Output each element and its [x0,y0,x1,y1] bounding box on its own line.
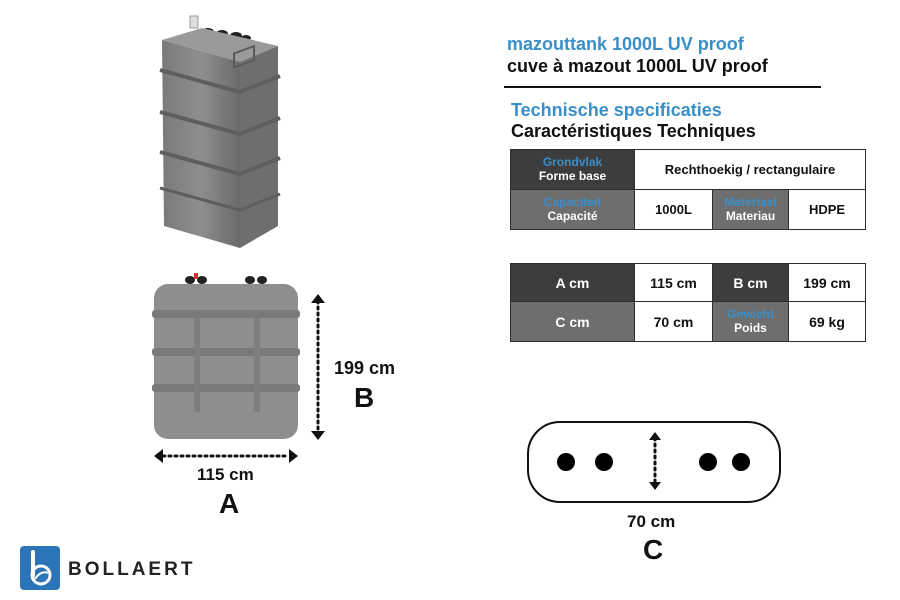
c-value: 70 cm [634,301,713,342]
a-label: A cm [510,263,635,302]
product-title-fr: cuve à mazout 1000L UV proof [507,56,768,76]
bollaert-logo-icon [20,546,60,590]
a-dimension-arrow [154,449,298,463]
dimensions-table: A cm 115 cm B cm 199 cm C cm 70 cm Gewic… [510,263,866,342]
title-divider [504,86,821,88]
base-label-nl: Grondvlak [542,155,603,169]
product-title-nl: mazouttank 1000L UV proof [507,34,744,54]
specs-heading-nl: Technische specificaties [511,100,722,120]
a-value: 115 cm [634,263,713,302]
b-value: 199 cm [788,263,866,302]
material-label-fr: Materiau [725,209,776,223]
b-letter: B [354,382,375,413]
base-value: Rechthoekig / rectangulaire [633,149,867,190]
base-label-cell: Grondvlak Forme base [510,149,635,190]
c-letter: C [643,534,664,565]
c-dimension-value: 70 cm [627,512,676,531]
a-letter: A [219,488,240,519]
base-label-fr: Forme base [538,169,607,183]
b-dimension-arrow [311,294,325,440]
capacity-value: 1000L [634,189,713,230]
capacity-label-fr: Capacité [547,209,598,223]
weight-label-fr: Poids [734,321,767,335]
tank-front-image [152,273,300,439]
material-value: HDPE [787,189,867,230]
c-label: C cm [510,301,635,342]
b-label: B cm [712,263,789,302]
a-dimension-value: 115 cm [197,465,254,484]
material-label-cell: Materiaal Materiau [712,189,789,230]
specs-table: Grondvlak Forme base Rechthoekig / recta… [510,149,867,230]
weight-label-nl: Gewicht [727,307,774,321]
weight-value: 69 kg [788,301,866,342]
tank-3d-image [159,15,281,248]
b-dimension-value: 199 cm [334,358,396,378]
capacity-label-cell: Capaciteit Capacité [510,189,635,230]
material-label-nl: Materiaal [724,195,777,209]
weight-label-cell: Gewicht Poids [712,301,789,342]
specs-heading-fr: Caractéristiques Techniques [511,121,756,141]
capacity-label-nl: Capaciteit [543,195,602,209]
brand-name: BOLLAERT [68,559,196,580]
top-view-diagram [527,421,781,503]
